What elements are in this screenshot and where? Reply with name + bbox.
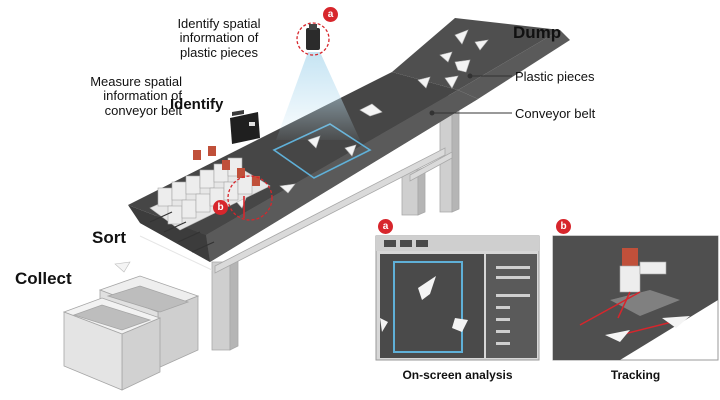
sort-label: Sort: [92, 228, 126, 247]
inset-tracking: [552, 235, 719, 361]
camera-icon: [296, 22, 330, 56]
conveyor-belt-label: Conveyor belt: [515, 106, 596, 121]
collection-bins: [62, 275, 200, 391]
plastic-pieces-label: Plastic pieces: [515, 69, 595, 84]
sensor-box-icon: [230, 110, 260, 144]
identify-label: Identify: [170, 96, 224, 113]
inset-screen-analysis: [375, 235, 540, 361]
sorting-arms: [149, 146, 273, 253]
sensor-description-label: Measure spatial information of conveyor …: [90, 74, 182, 118]
leader-lines: [429, 73, 512, 116]
badge-a-camera: a: [323, 7, 338, 22]
inset-b-caption: Tracking: [610, 368, 661, 382]
inset-a-caption: On-screen analysis: [402, 368, 513, 382]
badge-b-sorter: b: [213, 200, 228, 215]
badge-b-inset: b: [556, 219, 571, 234]
collect-label: Collect: [15, 269, 72, 288]
badge-a-inset: a: [378, 219, 393, 234]
camera-beam: [276, 52, 360, 140]
camera-description-label: Identify spatial information of plastic …: [177, 16, 261, 60]
dump-label: Dump: [513, 23, 562, 42]
